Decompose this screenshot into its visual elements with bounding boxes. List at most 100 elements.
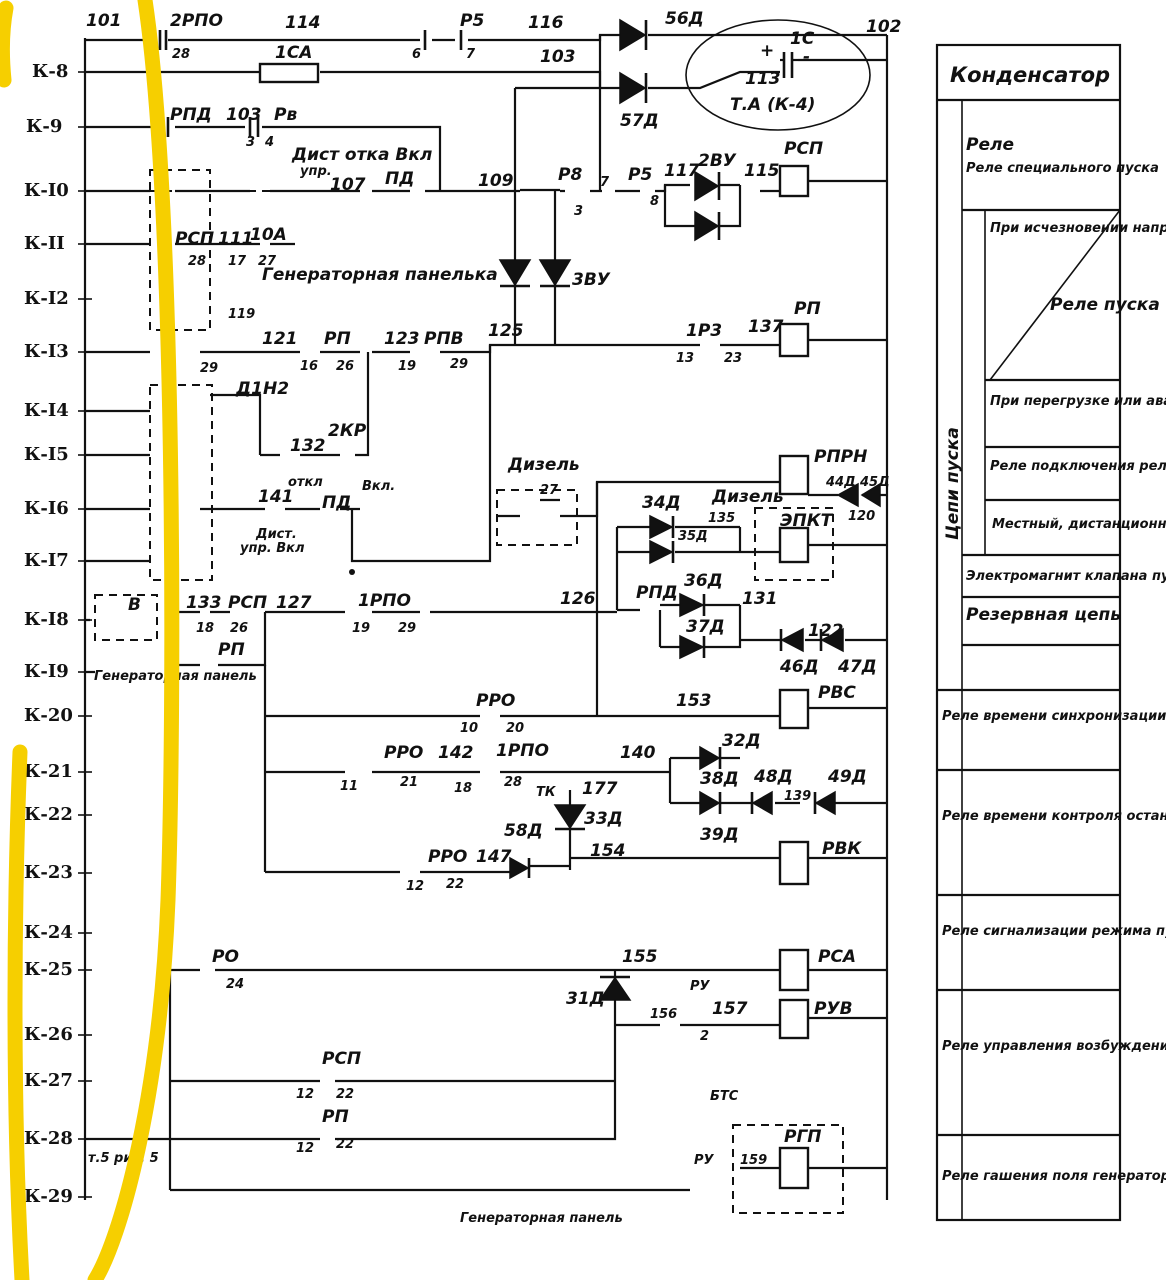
label-1c: 1С — [790, 29, 815, 49]
contact-num: 19 — [352, 621, 370, 636]
label-1rpo: 1РПО — [358, 591, 411, 611]
wire-137: 137 — [748, 317, 784, 337]
terminal-label: К-26 — [24, 1024, 73, 1045]
label-ro: РО — [212, 947, 239, 967]
contact-num: 18 — [454, 781, 472, 796]
wire-117: 117 — [664, 161, 700, 181]
highlight-stroke — [0, 0, 14, 88]
row-rprn: РПРН 44Д 45Д 120 ЭПКТ Дизель 34Д 35Д 135 — [615, 447, 890, 610]
contact-num: 8 — [650, 194, 659, 209]
contact-num: 29 — [200, 361, 218, 376]
switch-block-top — [149, 169, 211, 331]
label-rv: Рв — [274, 105, 297, 125]
wire-103: 103 — [226, 105, 262, 125]
row-rgp: РГП РУ 159 Генераторная панель — [170, 1124, 887, 1226]
label-36d: 36Д — [684, 571, 723, 591]
terminal-label: К-20 — [24, 705, 73, 726]
row-rpd: РПД 103 Рв 3 4 Дист отка Вкл упр. — [85, 105, 442, 190]
label-rpd2: РПД — [636, 583, 678, 603]
label-rvs: РВС — [818, 683, 856, 703]
label-rprn: РПРН — [814, 447, 867, 467]
contact-num: 3 — [246, 135, 255, 150]
label-pd: ПД — [385, 169, 414, 189]
contact-num: 12 — [296, 1141, 314, 1156]
contact-num: 3 — [574, 204, 583, 219]
contact-num: 20 — [506, 721, 524, 736]
label-58d: 58Д — [504, 821, 543, 841]
coil-rsa — [778, 948, 810, 992]
terminal-label: К-24 — [24, 922, 73, 943]
label-gen-panel: Генераторная панелька — [262, 265, 498, 285]
terminal-label: К-I0 — [24, 180, 69, 201]
wire-155: 155 — [622, 947, 658, 967]
wire-120: 120 — [848, 509, 875, 524]
label-r5b: Р5 — [628, 165, 652, 185]
right-bus-number: 102 — [866, 17, 902, 37]
legend-item: Реле — [966, 135, 1014, 155]
label-rro2: РРО — [384, 743, 423, 763]
label-pd2: ПД — [322, 493, 351, 513]
label-56d: 56Д — [665, 9, 704, 29]
label-3vu: 3ВУ — [572, 270, 611, 290]
terminal-label: К-I2 — [24, 288, 69, 309]
label-45d: 45Д — [859, 475, 890, 490]
label-diesel2: Дизель — [711, 487, 784, 507]
row-capacitor: 2РПО 28 114 6 7 Р5 116 56Д 1СА 103 57Д 1… — [85, 9, 887, 190]
terminal-label: К-II — [24, 233, 65, 254]
wire-115: 115 — [744, 161, 780, 181]
contact-num: 10 — [460, 721, 478, 736]
contact-num: 21 — [400, 775, 418, 790]
row-rpd2: В 133 РСП 127 1РПО 126 19 29 18 26 РПД 3… — [85, 571, 887, 677]
contact-num: 27 — [540, 483, 559, 498]
label-1r3: 1Р3 — [686, 321, 722, 341]
label-rpd: РПД — [170, 105, 212, 125]
legend-side-label: Цепи пуска — [943, 427, 963, 540]
label-rp: РП — [324, 329, 351, 349]
label-34d: 34Д — [642, 493, 681, 513]
contact-num: 27 — [258, 254, 277, 269]
contact-num: 24 — [226, 977, 244, 992]
minus: - — [803, 47, 810, 67]
label-upr2: упр. Вкл — [240, 541, 305, 556]
terminal-label: К-I9 — [24, 661, 69, 682]
contact-num: 4 — [264, 135, 274, 150]
label-t5: т.5 рис. 5 — [88, 1151, 159, 1166]
terminal-label: К-I8 — [24, 609, 69, 630]
contact-num: 17 — [228, 254, 247, 269]
label-2kr: 2КР — [328, 421, 367, 441]
contact-num: 6 — [412, 47, 421, 62]
wire-127: 127 — [276, 593, 312, 613]
wire-107: 107 — [330, 175, 366, 195]
wire-142: 142 — [438, 743, 474, 763]
label-rro3: РРО — [428, 847, 467, 867]
wire-116: 116 — [528, 13, 564, 33]
label-rgp: РГП — [784, 1127, 822, 1147]
row-rvs: РРО 153 РВС 10 20 — [263, 482, 887, 872]
legend-item: Местный, дистанционный — [992, 517, 1166, 532]
row-switch-block: Д1Н2 132 2КР откл Вкл. 141 ПД Дист. упр.… — [85, 345, 492, 575]
wire-147: 147 — [476, 847, 512, 867]
legend-item: Конденсатор — [950, 63, 1110, 87]
contact-num: 22 — [336, 1087, 354, 1102]
wire-135: 135 — [708, 511, 735, 526]
wire-109: 109 — [478, 171, 514, 191]
label-rpv: РПВ — [424, 329, 464, 349]
label-rvk: РВК — [822, 839, 862, 859]
label-rsa: РСА — [818, 947, 856, 967]
row-rsp-special: 107 ПД 109 Р8 Р5 117 2ВУ 115 РСП 7 3 8 — [85, 139, 887, 242]
label-diesel: Дизель — [507, 455, 580, 475]
coil-rgp — [778, 1146, 810, 1190]
contact-num: 29 — [450, 357, 468, 372]
terminal-label: К-28 — [24, 1128, 73, 1149]
label-rsp3: РСП — [228, 593, 267, 613]
contact-num: 26 — [336, 359, 354, 374]
label-2rpo: 2РПО — [170, 11, 223, 31]
wire-140: 140 — [620, 743, 656, 763]
label-47d: 47Д — [837, 657, 877, 677]
legend-item: При исчезновении напряжения — [990, 221, 1166, 236]
wire-141: 141 — [258, 487, 294, 507]
legend-item: При перегрузке или аварии агрегата — [990, 394, 1166, 409]
terminal-label: К-9 — [26, 116, 62, 137]
left-bus-number: 101 — [86, 11, 122, 31]
